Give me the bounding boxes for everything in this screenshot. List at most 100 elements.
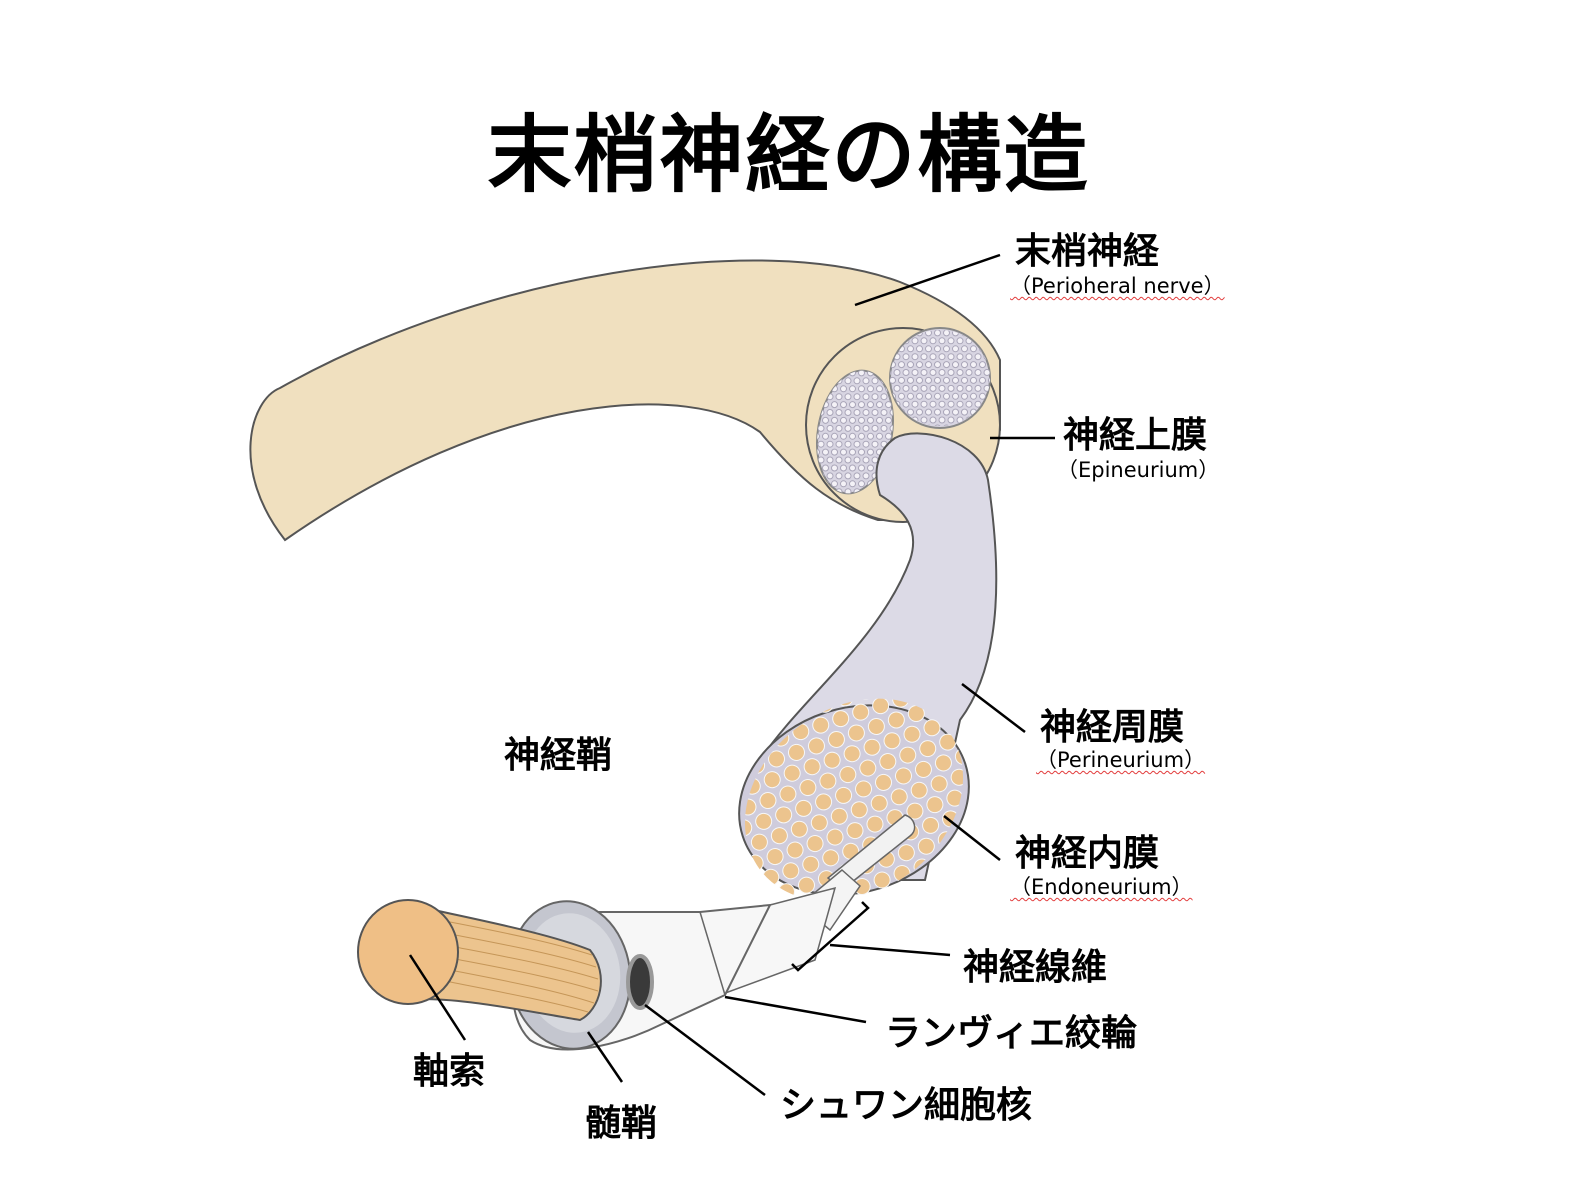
label-nerve-sheath: 神経鞘 <box>504 735 613 776</box>
nerve-fiber-dot <box>952 408 959 416</box>
nerve-fiber-dot <box>965 400 973 408</box>
nerve-fiber-dot <box>858 401 865 409</box>
nerve-fiber-dot <box>956 400 964 408</box>
label-myelin: 髄鞘 <box>585 1103 658 1144</box>
nerve-fiber-dot <box>947 416 955 424</box>
nerve-fiber-dot <box>846 822 864 840</box>
nerve-fiber-dot <box>961 345 968 353</box>
nerve-fiber-dot <box>853 472 861 480</box>
nerve-fiber-dot <box>867 717 885 735</box>
nerve-fiber-dot <box>787 743 805 761</box>
nerve-fiber-dot <box>790 820 808 838</box>
nerve-fiber-dot <box>947 353 955 361</box>
nerve-fiber-dot <box>844 409 852 416</box>
nerve-fiber-dot <box>961 376 968 384</box>
nerve-fiber-dot <box>817 424 825 432</box>
label-nerve-fiber: 神経線維 <box>963 947 1108 988</box>
nerve-fiber-dot <box>849 480 856 488</box>
nerve-fiber-dot <box>826 409 834 416</box>
nerve-fiber-dot <box>853 393 861 401</box>
nerve-fiber-dot <box>840 464 847 472</box>
nerve-fiber-dot <box>961 361 968 369</box>
nerve-fiber-dot <box>766 848 784 866</box>
nerve-fiber-dot <box>705 734 714 752</box>
nerve-fiber-dot <box>979 392 986 400</box>
nerve-fiber-dot <box>929 337 937 345</box>
nerve-fiber-dot <box>938 416 946 424</box>
nerve-fiber-dot <box>956 369 964 376</box>
nerve-fiber-dot <box>880 393 888 401</box>
nerve-fiber-dot <box>862 472 870 480</box>
nerve-fiber-dot <box>920 400 928 408</box>
nerve-fiber-dot <box>831 448 838 456</box>
nerve-fiber-dot <box>822 849 840 867</box>
nerve-fiber-dot <box>871 440 879 448</box>
nerve-fiber-dot <box>890 369 892 376</box>
nerve-fiber-dot <box>979 361 986 369</box>
nerve-fiber-dot <box>911 337 919 345</box>
nerve-fiber-dot <box>885 416 892 424</box>
nerve-fiber-dot <box>916 376 923 384</box>
nerve-fiber-dot <box>823 751 841 769</box>
nerve-fiber-dot <box>775 806 793 824</box>
nerve-fiber-dot <box>947 369 955 376</box>
nerve-fiber-dot <box>930 775 948 793</box>
nerve-fiber-dot <box>974 384 982 392</box>
nerve-fiber-dot <box>907 345 914 353</box>
nerve-fiber-dot <box>965 369 973 376</box>
nerve-fiber-dot <box>840 385 847 393</box>
nerve-fiber-dot <box>802 855 820 873</box>
nerve-fiber-dot <box>759 792 777 810</box>
nerve-fiber-dot <box>853 456 861 464</box>
nerve-fiber-dot <box>916 345 923 353</box>
nerve-fiber-dot <box>916 408 923 416</box>
nerve-fiber-dot <box>768 750 786 768</box>
nerve-fiber-dot <box>849 464 856 472</box>
nerve-fiber-dot <box>919 740 937 758</box>
nerve-fiber-dot <box>929 400 937 408</box>
nerve-fiber-dot <box>911 384 919 392</box>
nerve-fiber-dot <box>929 369 937 376</box>
nerve-fiber-dot <box>862 393 870 401</box>
nerve-fiber-dot <box>858 416 865 424</box>
nerve-fiber-dot <box>890 788 908 806</box>
nerve-fiber-dot <box>853 377 861 385</box>
nerve-fiber-dot <box>938 353 946 361</box>
label-epineurium-en: （Epineurium） <box>1057 458 1220 482</box>
nerve-fiber-dot <box>723 784 741 802</box>
nerve-fiber-dot <box>795 799 813 817</box>
nerve-fiber-dot <box>898 392 905 400</box>
nerve-fiber-dot <box>871 393 879 401</box>
nerve-fiber-dot <box>885 432 892 440</box>
nerve-fiber-dot <box>826 456 834 464</box>
label-endoneurium-en: （Endoneurium） <box>1010 875 1193 899</box>
nerve-fiber-dot <box>728 763 746 781</box>
nerve-fiber-dot <box>835 424 843 432</box>
nerve-fiber-dot <box>883 732 901 750</box>
nerve-fiber-dot <box>817 440 825 448</box>
nerve-fiber-dot <box>866 815 884 833</box>
nerve-fiber-dot <box>965 353 973 361</box>
nerve-fiber-dot <box>875 773 893 791</box>
nerve-fiber-dot <box>898 361 905 369</box>
nerve-fiber-dot <box>943 330 950 337</box>
nerve-fiber-dot <box>879 753 897 771</box>
nerve-fiber-dot <box>750 833 768 851</box>
nerve-fiber-dot <box>893 384 901 392</box>
nerve-fiber-dot <box>961 408 968 416</box>
nerve-fiber-dot <box>844 472 852 480</box>
nerve-fiber-dot <box>858 432 865 440</box>
nerve-fiber-dot <box>876 432 883 440</box>
nerve-fiber-dot <box>920 416 928 424</box>
nerve-fiber-dot <box>859 759 877 777</box>
nerve-fiber-dot <box>894 767 912 785</box>
nerve-fiber-dot <box>858 448 865 456</box>
nerve-fiber-dot <box>907 392 914 400</box>
nerve-fiber-dot <box>862 377 870 385</box>
nerve-fiber-dot <box>887 711 905 729</box>
nerve-fiber-dot <box>920 353 928 361</box>
nerve-fiber-dot <box>835 440 843 448</box>
nerve-fiber-dot <box>914 760 932 778</box>
nerve-fiber-dot <box>876 401 883 409</box>
nerve-fiber-dot <box>849 432 856 440</box>
